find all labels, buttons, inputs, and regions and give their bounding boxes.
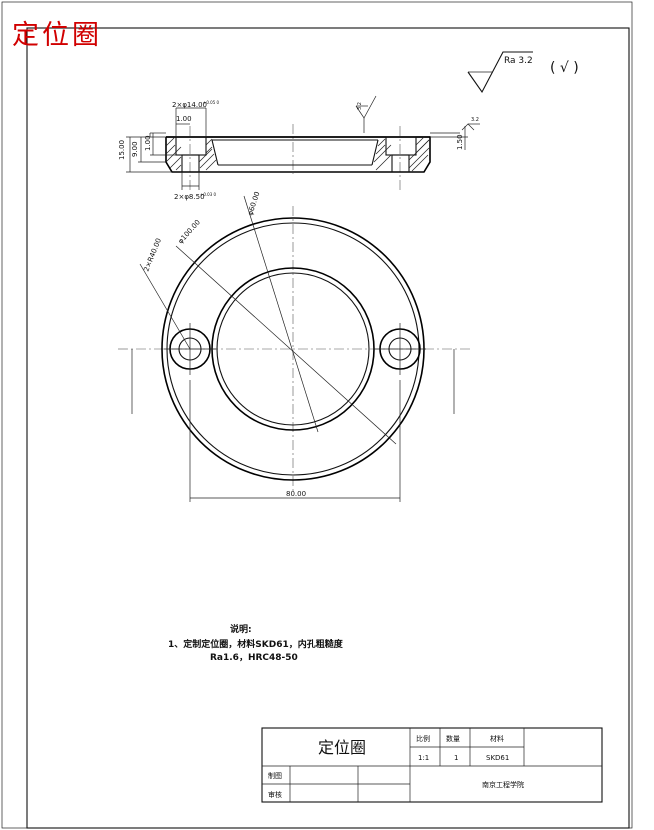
roughness-symbol-icon	[467, 51, 533, 94]
outer-border	[1, 1, 633, 829]
dim-dia-100: φ100.00	[177, 218, 202, 245]
title-company: 南京工程学院	[482, 780, 524, 789]
dim-height-a: 9.00	[131, 141, 139, 157]
section-view	[126, 95, 480, 190]
title-value-qty: 1	[454, 754, 458, 762]
title-header-qty: 数量	[446, 734, 460, 743]
title-block	[261, 727, 603, 803]
title-value-scale: 1:1	[418, 754, 429, 762]
title-row-checked: 审核	[268, 790, 282, 799]
dim-counterbore-top-tol: +0.05 0	[203, 100, 220, 105]
dim-hole-bottom-tol: +0.03 0	[200, 192, 217, 197]
dim-dia-60: φ60.00	[246, 191, 261, 217]
dim-chamfer: 1.50	[456, 134, 464, 150]
inner-border	[26, 27, 630, 829]
title-header-scale: 比例	[416, 734, 430, 743]
dim-counterbore-top: 2×φ14.00	[172, 101, 207, 109]
dim-dia-pcd: 2×R40.00	[142, 237, 163, 273]
roughness-small-a: 3.2	[357, 102, 363, 110]
dim-hole-bottom: 2×φ8.50	[174, 193, 205, 201]
notes-line-1: 1、定制定位圈，材料SKD61，内孔粗糙度	[168, 638, 344, 650]
drawing-title: 定位圈	[12, 20, 102, 51]
dim-height-b: 1.00	[144, 135, 152, 151]
dim-height-total: 15.00	[118, 140, 126, 160]
title-row-drawn: 制图	[268, 771, 282, 780]
dim-counterbore-depth: 1.00	[176, 115, 192, 123]
roughness-suffix: ( √ )	[550, 60, 579, 76]
dim-width-80: 80.00	[286, 490, 306, 498]
roughness-small-b: 3.2	[471, 117, 479, 123]
plan-view	[118, 195, 472, 502]
title-part-name: 定位圈	[318, 738, 366, 757]
roughness-value: Ra 3.2	[504, 56, 533, 66]
title-value-material: SKD61	[486, 754, 509, 762]
title-header-material: 材料	[490, 734, 504, 743]
notes-heading: 说明:	[230, 623, 252, 635]
notes-line-2: Ra1.6，HRC48-50	[210, 653, 298, 663]
